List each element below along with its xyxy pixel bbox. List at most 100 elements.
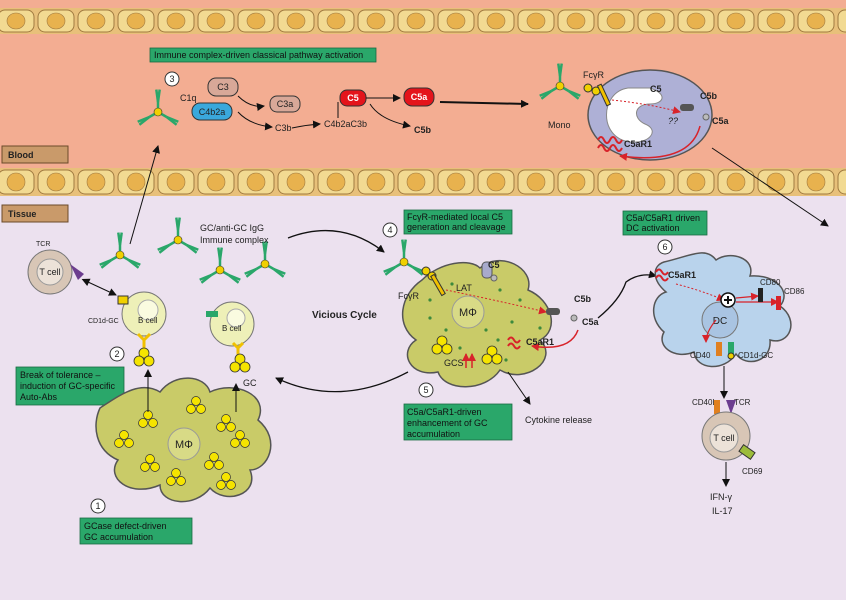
c1q-label: C1q <box>180 93 197 103</box>
b-cell-left: B cell <box>121 291 167 337</box>
step-3-number: 3 <box>164 71 180 87</box>
cd1d-gc-label-dc: CD1d-GC <box>738 351 773 360</box>
fcgr-label-mono: FcγR <box>583 70 604 80</box>
immune-complex-mac-center <box>383 239 425 276</box>
c5-protein-blood: C5 <box>339 89 367 107</box>
svg-text:MΦ: MΦ <box>175 439 193 451</box>
step-2-number: 2 <box>109 346 125 362</box>
tissue-label: Tissue <box>1 204 69 223</box>
svg-text:T cell: T cell <box>713 433 734 443</box>
endothelium-top <box>0 8 846 34</box>
c5ar1-receptor-dc <box>655 268 669 282</box>
c5-convertase-mono <box>680 104 694 111</box>
tcr-receptor-left <box>70 264 84 280</box>
arrow-to-monocyte <box>439 99 529 108</box>
step-6-number: 6 <box>657 239 673 255</box>
c5b-label-center: C5b <box>574 294 592 304</box>
c5a-dot-mono <box>702 113 710 121</box>
svg-text:4: 4 <box>387 225 392 235</box>
il17-label: IL-17 <box>712 506 733 516</box>
svg-text:C3: C3 <box>217 82 229 92</box>
svg-text:Break of tolerance – ind: Break of tolerance – induction of GC-spe… <box>20 370 118 402</box>
tcr-label-left: TCR <box>36 241 50 248</box>
cd80-molecule <box>758 288 763 302</box>
svg-text:T cell: T cell <box>39 267 60 277</box>
lat-label: LAT <box>456 283 472 293</box>
step-1-box: GCase defect-driven GC accumulation <box>79 517 193 545</box>
c5a-feedback-mono <box>619 125 701 161</box>
cd80-label: CD80 <box>760 278 781 287</box>
svg-text:C5a: C5a <box>411 92 429 102</box>
svg-text:Tissue: Tissue <box>8 209 36 219</box>
svg-text:6: 6 <box>662 242 667 252</box>
c5b-label-mono: C5b <box>700 91 718 101</box>
gcs-label: GCS <box>444 358 464 368</box>
svg-text:C5: C5 <box>347 93 359 103</box>
svg-text:FcγR-mediated local C5 g: FcγR-mediated local C5 generation and cl… <box>407 212 506 232</box>
dendritic-cell: DC <box>653 252 792 368</box>
svg-text:C5a/C5aR1-driven enhance: C5a/C5aR1-driven enhancement of GC accum… <box>407 407 490 439</box>
c5-convertase-center <box>546 308 560 315</box>
immune-complex-blood <box>137 89 179 126</box>
c5b-label-blood: C5b <box>414 125 432 135</box>
arrow-to-c3a <box>237 95 265 111</box>
arrow-to-cd80 <box>735 292 759 301</box>
cd40-molecule <box>716 342 722 356</box>
step-6-box: C5a/C5aR1 driven DC activation <box>622 210 708 236</box>
immune-complex-tissue-1 <box>99 232 141 269</box>
c3-protein: C3 <box>207 77 239 97</box>
c5-label-mono: C5 <box>650 84 662 94</box>
tcell-bcell-interaction <box>81 278 117 296</box>
c5a-label-mono: C5a <box>712 116 730 126</box>
macrophage-left: MΦ <box>95 377 272 503</box>
cd86-molecule <box>776 296 781 310</box>
c5a-feedback-center <box>531 329 579 352</box>
red-path-dc <box>675 283 725 302</box>
c5ar1-receptor-center <box>507 336 521 350</box>
step-2-box: Break of tolerance – induction of GC-spe… <box>15 366 125 406</box>
cd40-label: CD40 <box>690 351 711 360</box>
tcr-label-right: TCR <box>734 398 751 407</box>
svg-text:B cell: B cell <box>138 316 158 325</box>
c5a-label-center: C5a <box>582 317 600 327</box>
fcgr-receptor-mono <box>583 83 612 107</box>
arrow-to-c5b-blood <box>369 103 411 129</box>
ifn-gamma-label: IFN-γ <box>710 492 732 502</box>
arrow-to-blood <box>129 145 160 245</box>
arrow-c5a-to-dc <box>597 270 657 319</box>
svg-text:C4b2a: C4b2a <box>199 107 226 117</box>
cd40l-molecule <box>714 400 720 414</box>
granules-center <box>428 282 542 362</box>
arrow-cytokine <box>507 371 531 405</box>
cd86-label: CD86 <box>784 287 805 296</box>
gcs-up-arrows <box>462 353 476 368</box>
vicious-cycle-label: Vicious Cycle <box>312 310 377 321</box>
gc-cluster-bcell <box>229 353 251 373</box>
cd1d-molecule-dc <box>728 342 734 354</box>
c5ar1-receptor-mono <box>597 136 623 152</box>
cytokine-label: Cytokine release <box>525 415 592 425</box>
immune-complex-tissue-4 <box>244 241 286 278</box>
t-cell-right: T cell <box>701 411 751 461</box>
step-4-number: 4 <box>382 222 398 238</box>
svg-text:Immune complex-driven classica: Immune complex-driven classical pathway … <box>154 50 363 60</box>
step-5-box: C5a/C5aR1-driven enhancement of GC accum… <box>403 403 513 441</box>
cycle-arrow-top <box>287 229 385 253</box>
red-path-mono <box>611 99 681 115</box>
tcr-receptor-right <box>726 400 736 414</box>
blood-label: Blood <box>1 145 69 164</box>
gc-on-cd1d <box>727 352 735 360</box>
mono-label: Mono <box>548 120 571 130</box>
gc-label: GC <box>243 378 257 388</box>
gc-granules-left <box>114 396 250 490</box>
fcgr-receptor-center <box>421 266 446 297</box>
step-3-line: Immune complex-driven classical pathway … <box>154 50 363 60</box>
gc-cluster-left <box>133 347 155 367</box>
activation-plus-icon <box>720 292 736 308</box>
gc-igg-label: GC/anti-GC IgG <box>200 223 264 233</box>
cycle-arrow-bottom <box>275 371 409 393</box>
endothelium-bottom <box>0 168 846 196</box>
immune-complex-label: Immune complex <box>200 235 269 245</box>
c5-label-center: C5 <box>488 260 500 270</box>
svg-text:5: 5 <box>423 385 428 395</box>
